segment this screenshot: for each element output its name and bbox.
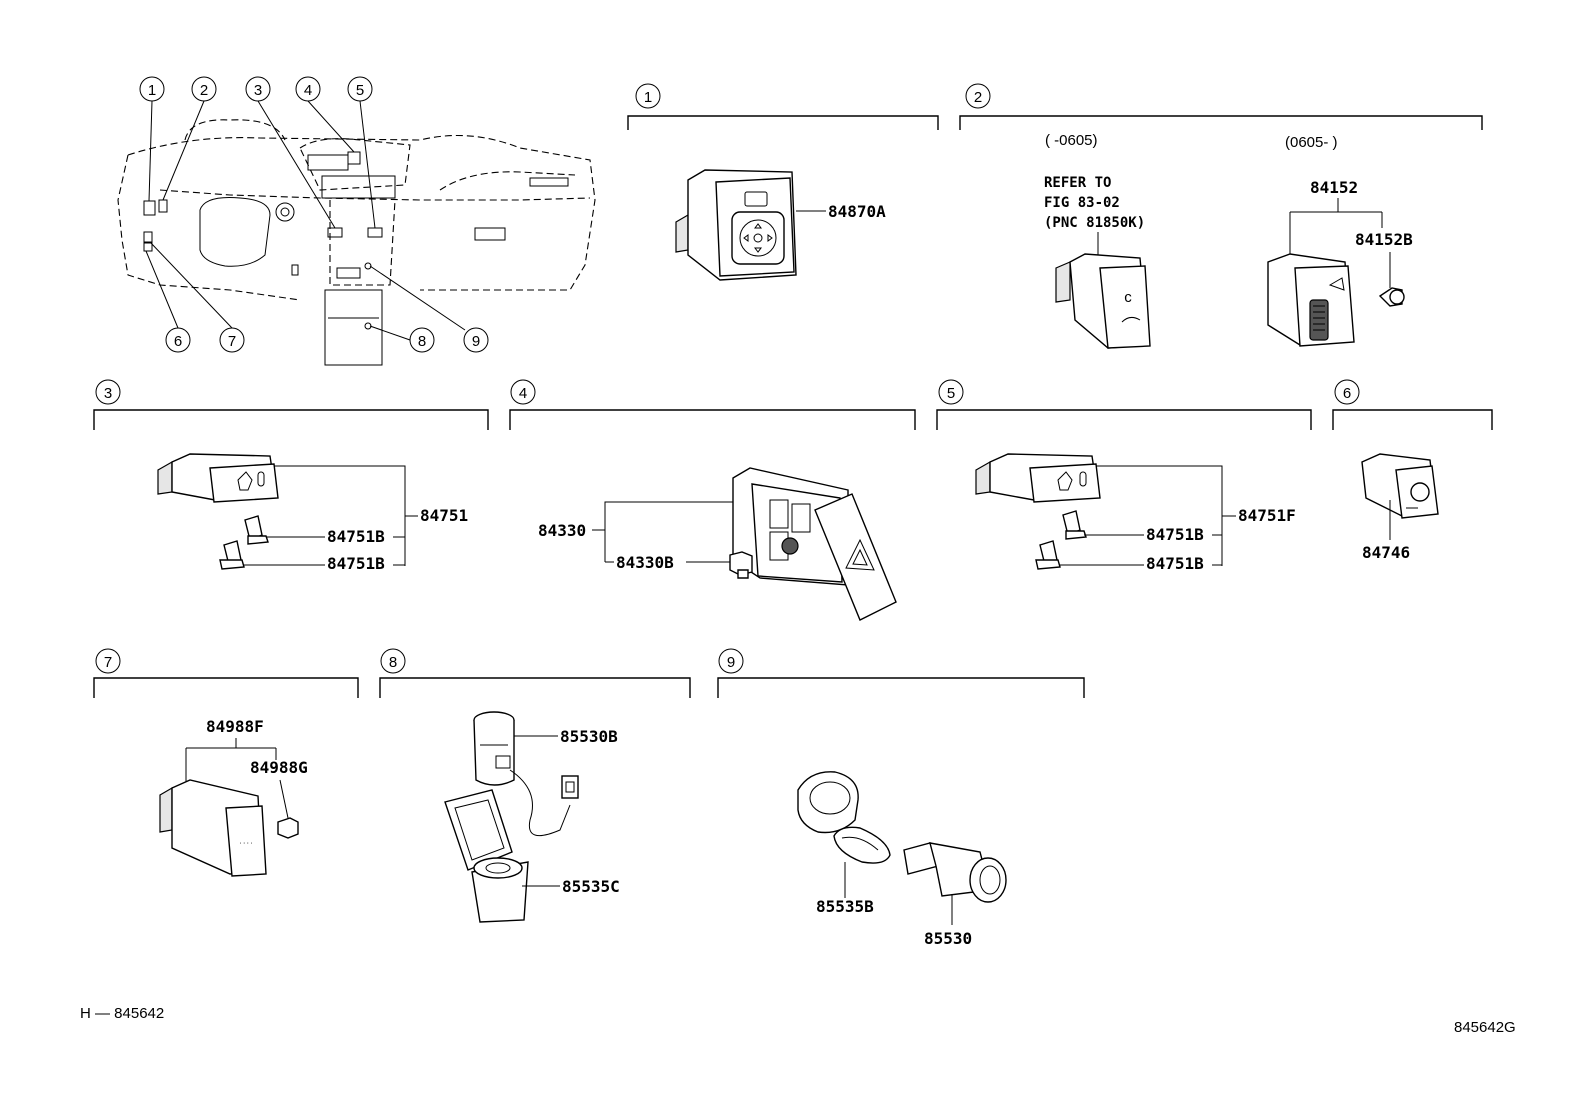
part-84152B: 84152B: [1355, 230, 1413, 249]
bulb-part-a: [244, 515, 269, 545]
svg-text:3: 3: [254, 82, 262, 99]
footer-right-code: 845642G: [1454, 1019, 1516, 1036]
svg-text:1: 1: [148, 82, 156, 99]
section-7: 7 84988F 84988G ····: [93, 648, 359, 877]
part-84152: 84152: [1310, 178, 1358, 197]
section-3-number: 3: [104, 385, 112, 402]
part-84751B-d: 84751B: [1146, 554, 1204, 573]
locator-4: 4: [295, 76, 321, 102]
lighter-socket-part: [473, 711, 579, 837]
bulb-part-d: [1062, 510, 1087, 540]
locator-6: 6: [165, 327, 191, 353]
section-6-number: 6: [1343, 385, 1351, 402]
locator-1: 1: [139, 76, 165, 102]
note-line-2: FIG 83-02: [1044, 195, 1120, 211]
locator-7: 7: [219, 327, 245, 353]
section-8-number: 8: [389, 654, 397, 671]
part-84751: 84751: [420, 506, 468, 525]
seat-heater-switch-part-2: [975, 453, 1101, 503]
locator-2: 2: [191, 76, 217, 102]
section-9-number: 9: [727, 654, 735, 671]
part-85535B: 85535B: [816, 897, 874, 916]
locator-3: 3: [245, 76, 271, 102]
note-line-3: (PNC 81850K): [1044, 215, 1145, 231]
part-84330: 84330: [538, 521, 586, 540]
outlet-plug-part: [903, 842, 1007, 903]
seat-heater-switch-part: [157, 453, 279, 503]
hazard-switch-part: [732, 467, 897, 621]
locator-8: 8: [409, 327, 435, 353]
mirror-switch-part: [675, 169, 797, 281]
part-84746: 84746: [1362, 543, 1410, 562]
svg-text:c: c: [1124, 289, 1132, 306]
dashboard-overview: 1 2 3 4 5 6 7 8 9: [117, 76, 596, 366]
svg-text:7: 7: [228, 333, 236, 350]
svg-text:9: 9: [472, 333, 480, 350]
small-switch-part: [1361, 453, 1439, 519]
section-4-number: 4: [519, 385, 527, 402]
part-84751B-b: 84751B: [327, 554, 385, 573]
section-6: 6 84746: [1332, 379, 1493, 562]
switch-part-7: ····: [159, 779, 267, 877]
bulb-part: [1378, 287, 1405, 307]
section-5: 5 84751F 84751B 84751B: [936, 379, 1312, 573]
part-84988G: 84988G: [250, 758, 308, 777]
bulb-part-e: [1035, 540, 1061, 570]
svg-text:2: 2: [200, 82, 208, 99]
section-4: 4 84330 84330B: [509, 379, 916, 621]
part-84751F: 84751F: [1238, 506, 1296, 525]
bulb-part-b: [219, 540, 245, 570]
part-85530B: 85530B: [560, 727, 618, 746]
part-84330B: 84330B: [616, 553, 674, 572]
part-84988F: 84988F: [206, 717, 264, 736]
section-8: 8 85530B 85535C: [379, 648, 691, 923]
svg-text:4: 4: [304, 82, 312, 99]
ashtray-socket-part: [444, 789, 529, 923]
svg-text:5: 5: [356, 82, 364, 99]
power-outlet-part: [797, 771, 891, 864]
section-7-number: 7: [104, 654, 112, 671]
dimmer-switch-part: [1267, 253, 1355, 347]
footer-left-code: H — 845642: [80, 1005, 164, 1022]
date-range-right: (0605- ): [1285, 134, 1338, 151]
locator-5: 5: [347, 76, 373, 102]
switch-part-early: c: [1055, 253, 1151, 349]
date-range-left: ( -0605): [1045, 132, 1098, 149]
bulb-part-f: [277, 817, 299, 839]
part-84751B-c: 84751B: [1146, 525, 1204, 544]
section-3: 3 84751 84751B 84751B: [93, 379, 489, 573]
note-line-1: REFER TO: [1044, 175, 1111, 191]
part-85530: 85530: [924, 929, 972, 948]
part-84870A: 84870A: [828, 202, 886, 221]
section-1-number: 1: [644, 89, 652, 106]
section-2-number: 2: [974, 89, 982, 106]
section-1: 1 84870A: [627, 83, 939, 281]
svg-text:····: ····: [239, 840, 253, 847]
svg-text:8: 8: [418, 333, 426, 350]
section-2: 2 ( -0605) (0605- ) REFER TO FIG 83-02 (…: [959, 83, 1483, 349]
section-9: 9 85535B 85530: [717, 648, 1085, 948]
part-85535C: 85535C: [562, 877, 620, 896]
part-84751B-a: 84751B: [327, 527, 385, 546]
locator-9: 9: [463, 327, 489, 353]
bulb-part-c: [729, 551, 753, 579]
svg-text:6: 6: [174, 333, 182, 350]
section-5-number: 5: [947, 385, 955, 402]
